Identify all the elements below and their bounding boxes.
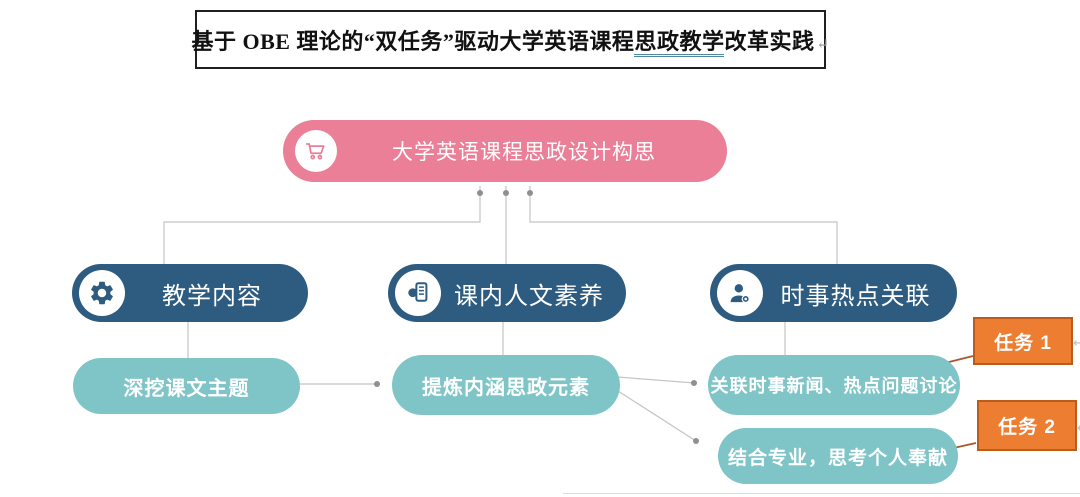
- page-title: 基于 OBE 理论的“双任务”驱动大学英语课程思政教学改革实践↵: [191, 24, 830, 57]
- task-2-label: 任务 2: [998, 417, 1056, 438]
- detail-news-hot-topic-discussion: 关联时事新闻、热点问题讨论: [708, 355, 960, 415]
- root-label: 大学英语课程思政设计构思: [392, 141, 656, 164]
- detail-label: 结合专业，思考个人奉献: [727, 447, 948, 469]
- connector-dot: [691, 380, 697, 386]
- branch-icon-circle: [79, 270, 125, 316]
- connector-dot: [477, 190, 483, 196]
- page-bottom-rule: [563, 493, 1080, 494]
- detail-label: 深挖课文主题: [123, 377, 250, 400]
- branch-current-events: 时事热点关联: [710, 264, 957, 322]
- detail-personal-contribution: 结合专业，思考个人奉献: [718, 428, 958, 484]
- connector-dot: [374, 381, 380, 387]
- person-badge-icon: [730, 284, 750, 304]
- branch-humanistic-literacy: 课内人文素养: [388, 264, 626, 322]
- gear-icon: [91, 281, 113, 305]
- connector-dot: [527, 190, 533, 196]
- connector-e-f: [617, 376, 695, 384]
- connector-dot: [693, 438, 699, 444]
- title-box: 基于 OBE 理论的“双任务”驱动大学英语课程思政教学改革实践↵: [191, 10, 829, 69]
- branch-icon-circle: [717, 270, 763, 316]
- connector-dot: [503, 190, 509, 196]
- detail-dig-text-theme: 深挖课文主题: [73, 358, 300, 414]
- paragraph-return-mark: ↵: [1077, 420, 1080, 436]
- task-2-box: 任务 2 ↵: [977, 400, 1080, 451]
- root-icon-circle: [295, 130, 337, 172]
- title-text-underlined: 思政教学: [634, 28, 725, 57]
- detail-label: 关联时事新闻、热点问题讨论: [710, 376, 958, 396]
- detail-label: 提炼内涵思政元素: [422, 376, 590, 399]
- root-node: 大学英语课程思政设计构思: [283, 120, 727, 182]
- task-1-label: 任务 1: [994, 332, 1052, 354]
- title-text-before: 基于 OBE 理论的“双任务”驱动大学英语课程: [191, 28, 635, 54]
- branch-label: 教学内容: [162, 282, 262, 310]
- connector-root-right: [529, 186, 838, 264]
- connector-e-g: [617, 390, 697, 442]
- book-in-hand-icon: [408, 282, 428, 302]
- paragraph-return-mark: ↵: [1073, 335, 1080, 351]
- branch-label: 时事热点关联: [780, 282, 931, 310]
- shopping-cart-icon: [305, 143, 325, 160]
- title-text-after: 改革实践: [724, 28, 815, 54]
- branch-label: 课内人文素养: [454, 282, 604, 310]
- branch-teaching-content: 教学内容: [72, 264, 308, 322]
- branch-icon-circle: [395, 270, 441, 316]
- paragraph-return-mark: ↵: [816, 36, 830, 53]
- connector-root-left: [163, 186, 481, 264]
- detail-refine-ideological-elements: 提炼内涵思政元素: [392, 355, 620, 415]
- task-1-box: 任务 1 ↵: [973, 317, 1080, 365]
